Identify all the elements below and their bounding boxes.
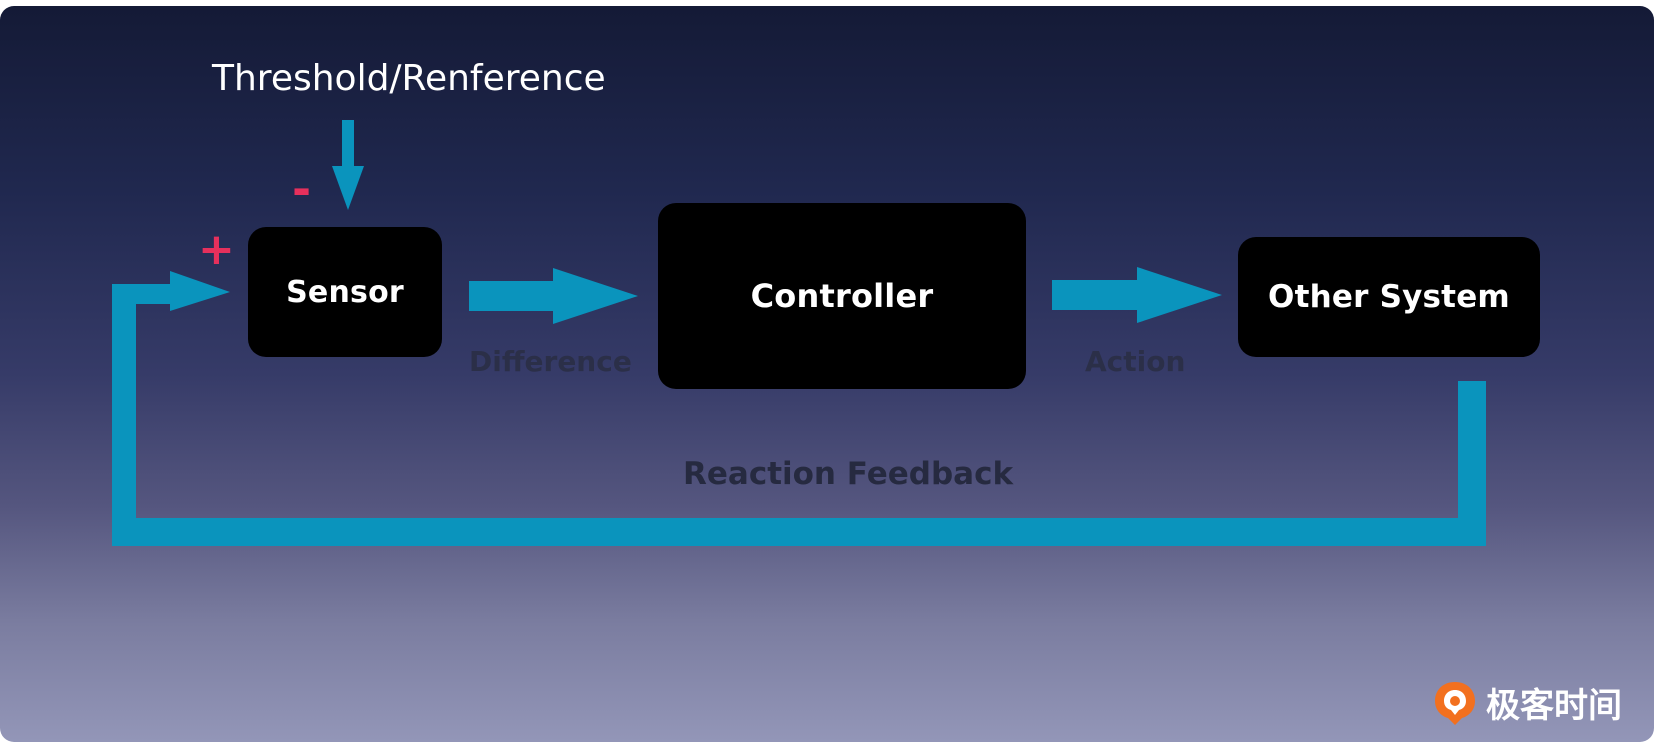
other-system-block: Other System (1238, 237, 1540, 357)
geektime-logo-icon (1435, 681, 1475, 725)
threshold-arrow (332, 120, 364, 210)
controller-label: Controller (750, 277, 934, 315)
brand-text: 极客时间 (1486, 686, 1622, 726)
brand-watermark: 极客时间 (1432, 678, 1622, 727)
controller-block: Controller (658, 203, 1026, 389)
action-arrow (1052, 267, 1222, 323)
plus-sign: + (198, 224, 235, 275)
sensor-block: Sensor (248, 227, 442, 357)
reaction-feedback-label: Reaction Feedback (683, 456, 1014, 492)
difference-arrow (469, 268, 638, 324)
feedback-loop-arrow (112, 271, 1486, 546)
diagram-canvas: Threshold/Renference - + Sensor Controll… (0, 6, 1654, 742)
minus-sign: - (292, 162, 312, 216)
threshold-reference-label: Threshold/Renference (212, 58, 606, 99)
other-system-label: Other System (1268, 279, 1510, 315)
sensor-label: Sensor (286, 274, 404, 310)
action-label: Action (1085, 345, 1186, 378)
diagram-connectors (112, 120, 1486, 546)
difference-label: Difference (469, 345, 632, 378)
